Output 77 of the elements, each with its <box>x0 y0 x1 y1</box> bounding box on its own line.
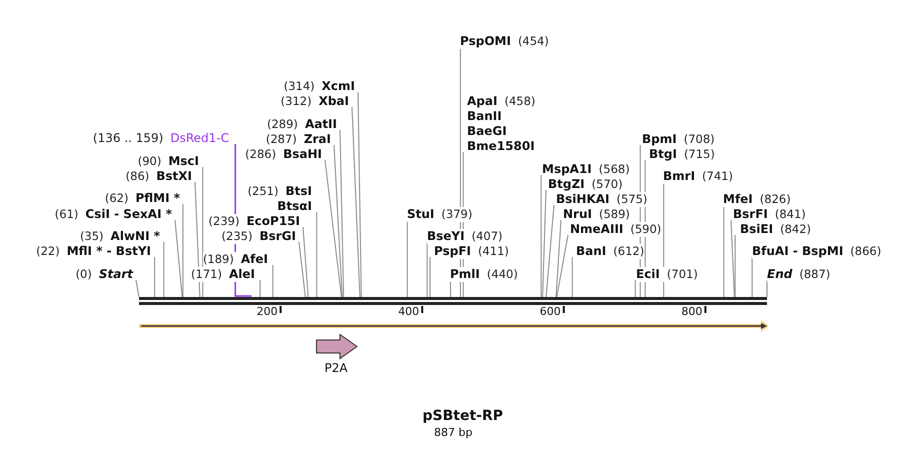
cut-site-label: (86) BstXI <box>126 169 192 184</box>
cut-site-label: BmrI (741) <box>663 169 733 184</box>
leader-line <box>154 256 156 298</box>
leader-line <box>163 242 164 298</box>
leader-line <box>136 280 140 298</box>
cut-site-label: BseYI (407) <box>427 229 503 244</box>
leader-line <box>556 220 562 298</box>
leader-line <box>734 234 736 298</box>
cut-site-label: BsiHKAI (575) <box>556 192 648 207</box>
leader-line <box>556 234 568 298</box>
leader-line <box>324 160 342 298</box>
leader-line <box>450 280 452 298</box>
tick-label: 200 <box>256 305 278 318</box>
cut-site-label: End (887) <box>767 267 830 282</box>
leader-line <box>766 280 768 298</box>
cut-site-label: PmlI (440) <box>450 267 518 282</box>
cut-site-label: BfuAI - BspMI (866) <box>752 244 882 259</box>
leader-line <box>634 280 636 298</box>
cut-site-label: MspA1I (568) <box>542 162 630 177</box>
feature-label: (136 .. 159) DsRed1-C <box>92 131 229 146</box>
leader-line <box>572 256 573 298</box>
leader-line <box>426 242 428 298</box>
leader-line <box>334 144 343 298</box>
map-title: pSBtet-RP <box>422 408 504 424</box>
leader-line <box>182 204 184 298</box>
leader-line <box>272 264 274 298</box>
cut-site-label: NmeAIII (590) <box>570 222 662 237</box>
leader-line <box>730 220 735 298</box>
leader-line <box>542 190 546 298</box>
cut-site-label: (312) XbaI <box>280 94 349 109</box>
leader-line <box>298 242 306 298</box>
leader-line <box>260 280 261 298</box>
cut-site-label: (35) AlwNI * <box>80 229 160 244</box>
leader-line <box>352 106 360 298</box>
leader-line <box>358 92 362 298</box>
leader-line <box>723 204 724 298</box>
cut-site-label: (171) AleI <box>191 267 255 282</box>
leader-line <box>316 212 318 298</box>
leader-line <box>546 204 554 298</box>
feature-label: P2A <box>323 361 349 375</box>
cut-site-label: (22) MflI * - BstYI <box>36 244 151 259</box>
tick-label: 600 <box>540 305 561 318</box>
leader-line <box>406 220 408 298</box>
sequence-backbone <box>139 297 767 305</box>
cut-site-label: (61) CsiI - SexAI * <box>54 207 172 222</box>
cut-site-label: BtgI (715) <box>649 147 715 162</box>
cut-site-label: (239) EcoP15I <box>208 214 300 229</box>
cut-site-label: BanI (612) <box>576 244 644 259</box>
leader-line <box>194 182 200 298</box>
sequence-length: 887 bp <box>434 426 472 439</box>
cut-site-label: PspOMI (454) <box>460 34 549 49</box>
cut-site-label: MfeI (826) <box>723 192 791 207</box>
cut-site-label: (287) ZraI <box>266 132 331 147</box>
cut-site-label: (189) AfeI <box>202 252 268 267</box>
cut-site-label: BpmI (708) <box>642 132 715 147</box>
leader-line <box>202 166 204 298</box>
leader-line <box>752 256 753 298</box>
leader-line <box>540 174 542 298</box>
cut-site-label: BsrFI (841) <box>733 207 806 222</box>
tick-label: 400 <box>398 305 420 318</box>
cut-site-label: PspFI (411) <box>434 244 509 259</box>
cut-site-label: (62) PflMI * <box>104 191 180 206</box>
cut-site-label: (289) AatII <box>267 117 337 132</box>
tick-label: 800 <box>681 305 702 318</box>
cut-site-label: NruI (589) <box>563 207 630 222</box>
cut-site-label: (235) BsrGI <box>222 229 296 244</box>
cut-site-label: (314) XcmI <box>284 79 355 94</box>
cut-site-label: (90) MscI <box>138 154 199 169</box>
leader-line <box>174 220 183 298</box>
cut-site-label: BsiEI (842) <box>740 222 812 237</box>
cut-site-label: EciI (701) <box>636 267 698 282</box>
leader-line <box>340 130 344 298</box>
cut-site-label: BtgZI (570) <box>548 177 623 192</box>
cut-site-label: (0) Start <box>76 267 133 282</box>
cut-site-label: StuI (379) <box>407 207 472 222</box>
cut-site-label: (286) BsaHI <box>245 147 322 162</box>
leader-line <box>302 226 309 298</box>
